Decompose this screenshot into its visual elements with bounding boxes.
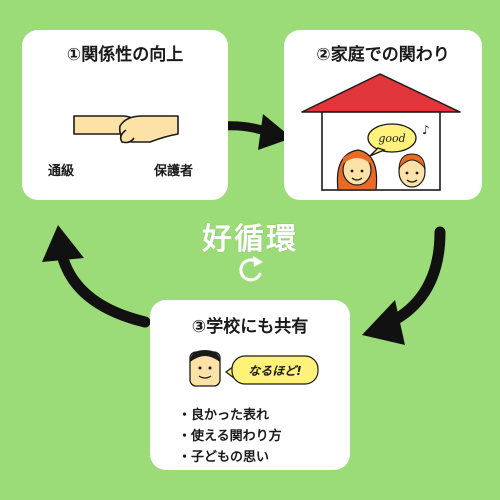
- arrow-to-relationship: [42, 225, 151, 328]
- bullet-item: ・良かった表れ: [178, 408, 270, 423]
- speech-bubble-naruhodo: なるほど!: [225, 355, 319, 385]
- card-relationship: ①関係性の向上 通級 保護者: [22, 30, 228, 200]
- house-icon: good ♪: [301, 73, 461, 191]
- parent-face-icon: [398, 153, 426, 188]
- good-cycle-title: 好循環: [202, 222, 298, 257]
- card-home: ②家庭での関わり good ♪: [284, 30, 482, 200]
- label-hogosha: 保護者: [154, 164, 194, 179]
- cycle-arrow-icon: [239, 256, 263, 282]
- card-school-title: ③学校にも共有: [191, 317, 309, 337]
- speech-bubble-good: good: [367, 123, 417, 157]
- speech-naruhodo-text: なるほど!: [248, 364, 301, 378]
- teacher-face-icon: なるほど!: [189, 350, 319, 387]
- card-relationship-title: ①関係性の向上: [66, 45, 184, 65]
- arrow-to-school: [362, 226, 446, 345]
- school-bullet-list: ・良かった表れ ・使える関わり方 ・子どもの思い: [178, 405, 282, 468]
- label-tsukyu: 通級: [48, 164, 75, 179]
- music-note-icon: ♪: [422, 123, 430, 137]
- bullet-item: ・使える関わり方: [178, 429, 282, 444]
- child-face-icon: [336, 149, 378, 191]
- bullet-item: ・子どもの思い: [178, 450, 270, 465]
- speech-good-text: good: [378, 132, 405, 145]
- card-home-title: ②家庭での関わり: [316, 45, 450, 65]
- card-school: ③学校にも共有 なるほど! ・良かった表れ ・使える関わり方 ・子どもの思い: [150, 300, 350, 470]
- handshake-icon: [73, 115, 179, 144]
